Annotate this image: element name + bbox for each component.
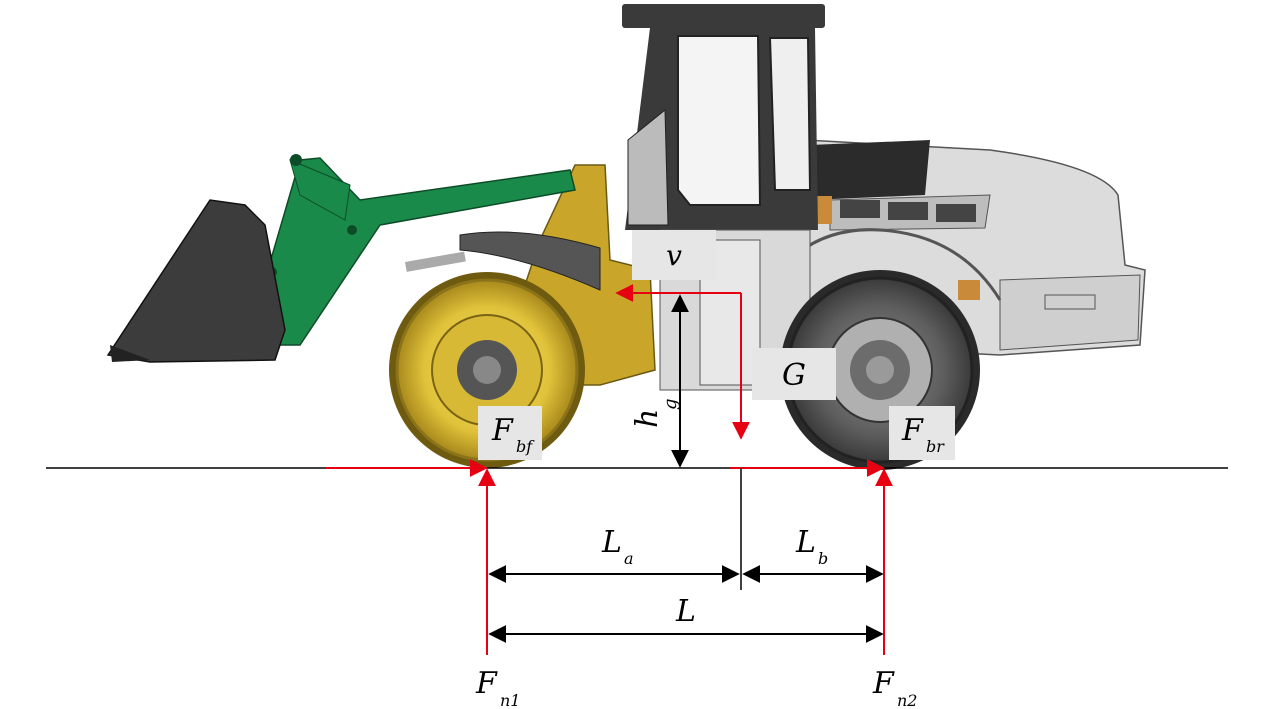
wheelbase-label: L	[675, 594, 696, 629]
front-normal-force-label: F n1	[475, 666, 520, 709]
cg-height-label: h g	[630, 398, 681, 428]
svg-text:b: b	[818, 549, 828, 568]
svg-text:L: L	[795, 525, 816, 560]
svg-text:v: v	[666, 239, 682, 272]
rear-distance-label: L b	[795, 525, 828, 568]
front-brake-force-label: F bf	[478, 406, 542, 460]
rear-tire	[780, 270, 980, 470]
svg-text:F: F	[475, 666, 498, 701]
svg-text:g: g	[660, 398, 681, 410]
front-distance-label: L a	[601, 525, 634, 568]
dimension-lines	[488, 294, 884, 643]
wheel-loader-illustration	[106, 4, 1146, 470]
svg-text:n2: n2	[897, 691, 917, 709]
svg-text:h: h	[630, 409, 665, 428]
svg-text:a: a	[624, 549, 634, 568]
force-arrows	[325, 284, 893, 655]
svg-text:L: L	[601, 525, 622, 560]
svg-text:br: br	[926, 437, 945, 456]
gravity-label: G	[752, 348, 836, 400]
svg-text:F: F	[491, 413, 514, 448]
svg-text:F: F	[872, 666, 895, 701]
svg-text:G: G	[782, 358, 806, 393]
rear-normal-force-label: F n2	[872, 666, 917, 709]
svg-text:F: F	[901, 413, 924, 448]
rear-brake-force-label: F br	[889, 406, 955, 460]
svg-text:bf: bf	[516, 437, 535, 456]
svg-text:L: L	[675, 594, 696, 629]
svg-text:n1: n1	[500, 691, 520, 709]
velocity-label: v	[632, 230, 716, 280]
